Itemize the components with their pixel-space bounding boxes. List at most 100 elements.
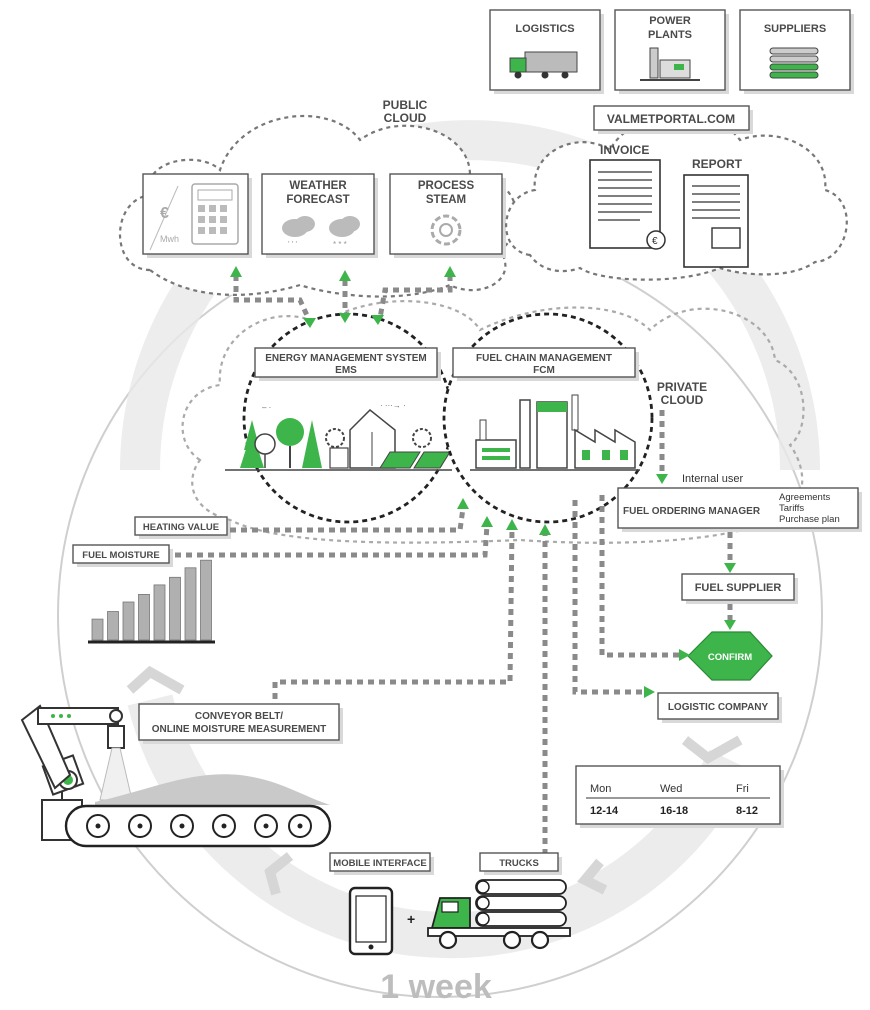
- arrow-down-icon: [724, 620, 736, 630]
- process-label-1: PROCESS: [418, 180, 475, 192]
- portal-url-label: VALMETPORTAL.COM: [607, 112, 735, 126]
- arrow-right-icon: [644, 686, 655, 698]
- internal-user-label: Internal user: [682, 473, 743, 485]
- cloud-connectors: [230, 266, 456, 328]
- cycle-duration-label: 1 week: [380, 968, 492, 1006]
- purchase-plan-label: Purchase plan: [779, 514, 840, 525]
- invoice-label: INVOICE: [600, 143, 649, 157]
- fuel-moisture-label: FUEL MOISTURE: [82, 550, 159, 561]
- steam-gear-icon: [430, 214, 462, 246]
- process-steam-box: PROCESS STEAM: [389, 173, 506, 258]
- arrow-up-icon: [539, 524, 551, 535]
- arrow-down-icon: [339, 313, 351, 323]
- trucks-box: TRUCKS: [479, 852, 562, 875]
- moisture-bar: [200, 559, 212, 641]
- invoice-document-icon: €: [589, 159, 666, 250]
- arrow-down-icon: [371, 315, 384, 325]
- fcm-title: FUEL CHAIN MANAGEMENT: [476, 353, 612, 364]
- plus-sign: +: [407, 911, 415, 927]
- moisture-bar: [138, 594, 150, 641]
- arrow-down-icon: [724, 563, 736, 573]
- portal-url-box: VALMETPORTAL.COM: [593, 105, 753, 134]
- fcm-label-box: FUEL CHAIN MANAGEMENT FCM: [452, 347, 639, 381]
- fuel-ordering-title: FUEL ORDERING MANAGER: [623, 506, 761, 517]
- logistic-company-label: LOGISTIC COMPANY: [668, 702, 769, 713]
- power-plants-label-2: PLANTS: [648, 29, 692, 41]
- private-cloud-label-1: PRIVATE: [657, 380, 707, 394]
- fuel-moisture-box: FUEL MOISTURE: [72, 544, 173, 567]
- confirm-label: CONFIRM: [708, 652, 752, 663]
- arrow-up-icon: [339, 270, 351, 281]
- svg-text:€: €: [652, 236, 658, 247]
- fuel-supplier-label: FUEL SUPPLIER: [695, 582, 782, 594]
- ems-abbrev: EMS: [335, 365, 357, 376]
- tablet-icon: [348, 886, 394, 956]
- ems-circle: – · · ···→ ·: [225, 312, 454, 524]
- robot-arm-icon: [20, 704, 133, 841]
- schedule-time-wed: 16-18: [660, 805, 688, 817]
- conveyor-belt-box: CONVEYOR BELT/ ONLINE MOISTURE MEASUREME…: [138, 703, 343, 744]
- logistic-company-box: LOGISTIC COMPANY: [657, 692, 782, 723]
- mwh-unit-label: Mwh: [160, 234, 179, 244]
- logistics-box: LOGISTICS: [489, 9, 604, 94]
- rain-cloud-icon: ' ' ': [282, 216, 315, 249]
- public-cloud-label-2: CLOUD: [384, 111, 427, 125]
- power-plant-icon: [640, 47, 700, 81]
- moisture-bar: [184, 567, 197, 641]
- power-plants-box: POWER PLANTS: [614, 9, 729, 94]
- log-pile-icon: [769, 47, 819, 79]
- cycle-chevron-icon: [681, 735, 743, 764]
- schedule-time-fri: 8-12: [736, 805, 758, 817]
- weather-label-2: FORECAST: [286, 194, 349, 206]
- schedule-day-fri: Fri: [736, 783, 749, 795]
- energy-price-box: € Mwh: [142, 173, 252, 258]
- fcm-plant-icon: [470, 394, 640, 471]
- conveyor-label-2: ONLINE MOISTURE MEASUREMENT: [152, 724, 326, 735]
- arrow-up-icon: [481, 516, 493, 527]
- suppliers-box: SUPPLIERS: [739, 9, 854, 94]
- arrow-down-icon: [303, 318, 316, 328]
- solar-panel-icon: [379, 451, 451, 469]
- fuel-ordering-manager-box: FUEL ORDERING MANAGER Agreements Tariffs…: [617, 487, 862, 532]
- moisture-bar: [169, 576, 181, 641]
- conveyor-belt-icon: [64, 804, 332, 848]
- ems-label-box: ENERGY MANAGEMENT SYSTEM EMS: [254, 347, 441, 381]
- cycle-chevron-icon: [126, 665, 185, 695]
- private-cloud: PRIVATE CLOUD: [181, 300, 805, 544]
- schedule-day-mon: Mon: [590, 783, 611, 795]
- fcm-abbrev: FCM: [533, 365, 555, 376]
- confirm-badge: CONFIRM: [687, 631, 773, 681]
- arrow-up-icon: [444, 266, 456, 277]
- heating-value-box: HEATING VALUE: [134, 516, 231, 539]
- svg-text:· ···→ ·: · ···→ ·: [380, 401, 406, 410]
- euro-symbol: €: [160, 205, 169, 222]
- fuel-pile-icon: [95, 774, 330, 805]
- cycle-chevron-icon: [264, 852, 294, 896]
- process-label-2: STEAM: [426, 194, 466, 206]
- agreements-label: Agreements: [779, 492, 830, 503]
- schedule-time-mon: 12-14: [590, 805, 619, 817]
- arrow-up-icon: [230, 266, 242, 277]
- report-label: REPORT: [692, 157, 743, 171]
- power-plants-label-1: POWER: [649, 15, 691, 27]
- tariffs-label: Tariffs: [779, 503, 804, 514]
- conveyor-label-1: CONVEYOR BELT/: [195, 711, 283, 722]
- fuel-supplier-box: FUEL SUPPLIER: [681, 573, 798, 604]
- svg-text:* * *: * * *: [333, 240, 347, 249]
- suppliers-label: SUPPLIERS: [764, 23, 826, 35]
- arrow-up-icon: [506, 519, 518, 530]
- arrow-up-icon: [457, 498, 469, 509]
- arrow-down-icon: [656, 474, 668, 484]
- logistics-label: LOGISTICS: [515, 23, 574, 35]
- public-cloud-label-1: PUBLIC: [383, 98, 428, 112]
- weather-label-1: WEATHER: [289, 180, 347, 192]
- mobile-interface-box: MOBILE INTERFACE: [329, 852, 434, 875]
- weather-forecast-box: WEATHER FORECAST ' ' ' * * *: [261, 173, 378, 258]
- moisture-bar: [91, 618, 104, 641]
- report-document-icon: [683, 174, 749, 268]
- ems-title: ENERGY MANAGEMENT SYSTEM: [265, 353, 427, 364]
- truck-icon: [509, 51, 578, 79]
- svg-text:' ' ': ' ' ': [288, 240, 298, 249]
- ems-landscape-icon: – · · ···→ ·: [225, 401, 452, 471]
